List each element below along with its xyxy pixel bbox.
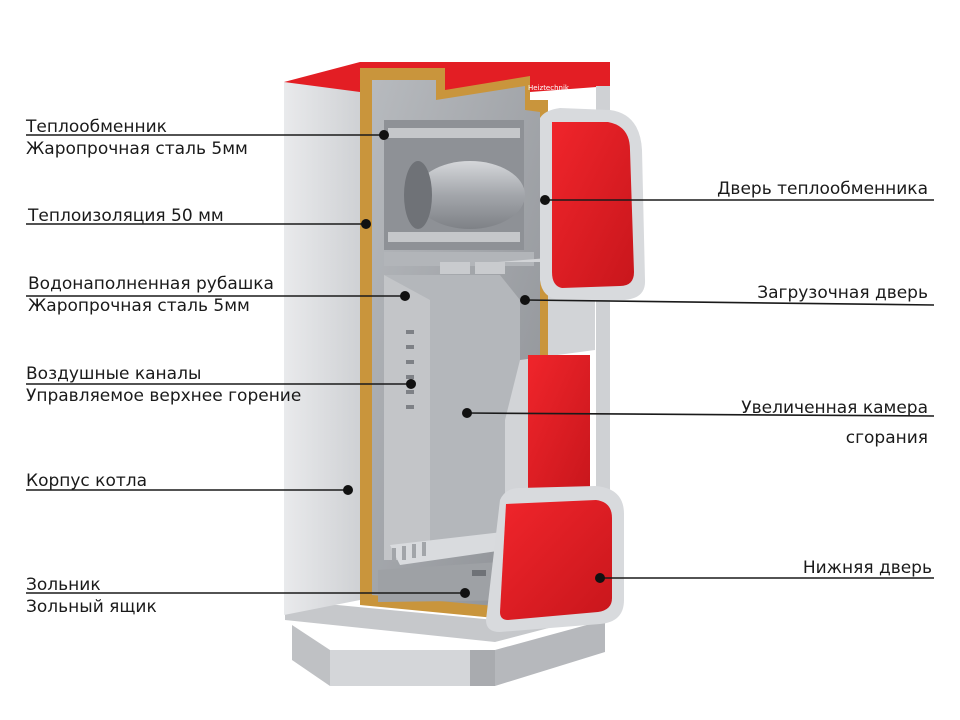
combustion-chamber-door-panel [528, 355, 590, 495]
label-boiler-body-line1: Корпус котла [26, 471, 148, 491]
label-lower-door-line1: Нижняя дверь [802, 558, 932, 578]
label-ash-pan: Зольник Зольный ящик [26, 574, 157, 618]
label-loading-door-line1: Загрузочная дверь [757, 283, 928, 303]
label-air-channels-line1: Воздушные каналы [26, 364, 202, 384]
label-combustion-chamber-line2: сгорания [845, 428, 928, 448]
label-air-channels: Воздушные каналы Управляемое верхнее гор… [26, 363, 301, 407]
label-heat-exchanger-door: Дверь теплообменника [717, 178, 928, 200]
label-heat-exchanger: Теплообменник Жаропрочная сталь 5мм [26, 116, 248, 160]
label-insulation: Теплоизоляция 50 мм [28, 205, 224, 227]
label-water-jacket-line1: Водонаполненная рубашка [28, 274, 274, 294]
leader-dots [343, 130, 605, 598]
leader-lines [26, 134, 935, 594]
label-heat-exchanger-door-line1: Дверь теплообменника [717, 179, 928, 199]
label-heat-exchanger-line1: Теплообменник [26, 117, 167, 137]
label-lower-door: Нижняя дверь [803, 557, 932, 579]
label-air-channels-line2: Управляемое верхнее горение [26, 386, 302, 406]
label-water-jacket-line2: Жаропрочная сталь 5мм [28, 296, 250, 316]
label-ash-pan-line1: Зольник [26, 575, 101, 595]
label-ash-pan-line2: Зольный ящик [26, 597, 157, 617]
boiler-casing-side [284, 68, 360, 615]
label-insulation-line1: Теплоизоляция 50 мм [28, 206, 224, 226]
label-combustion-chamber: Увеличенная камера сгорания [741, 393, 928, 453]
label-loading-door: Загрузочная дверь [757, 282, 928, 304]
label-heat-exchanger-line2: Жаропрочная сталь 5мм [26, 139, 248, 159]
heat-exchanger-tube [415, 161, 525, 229]
label-boiler-body: Корпус котла [26, 470, 147, 492]
brand-text: Heiztechnik [528, 84, 570, 92]
label-water-jacket: Водонаполненная рубашка Жаропрочная стал… [28, 273, 274, 317]
lower-door-shape [486, 486, 624, 632]
heat-exchanger-door-shape [540, 108, 646, 300]
label-combustion-chamber-line1: Увеличенная камера [741, 398, 928, 418]
air-channel-slots [406, 330, 414, 409]
